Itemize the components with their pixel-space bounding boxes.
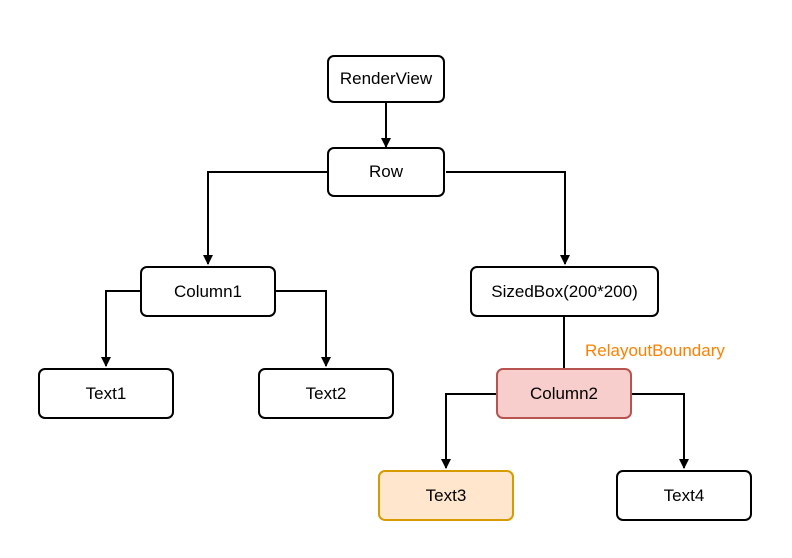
node-text2: Text2 <box>258 368 394 419</box>
node-row: Row <box>327 147 445 197</box>
node-text4: Text4 <box>616 470 752 521</box>
edge-row-column1 <box>203 171 327 265</box>
edge-column2-text3 <box>441 393 496 469</box>
node-sizedbox: SizedBox(200*200) <box>470 266 659 317</box>
node-text3: Text3 <box>378 470 514 521</box>
node-column2: Column2 <box>496 368 632 419</box>
node-text1: Text1 <box>38 368 174 419</box>
edge-column1-text1 <box>101 290 140 367</box>
edge-column2-text4 <box>632 393 689 469</box>
edge-column1-text2 <box>276 290 331 367</box>
node-renderview: RenderView <box>327 55 445 103</box>
relayout-boundary-label: RelayoutBoundary <box>585 341 725 360</box>
edge-row-sizedbox <box>446 171 570 265</box>
node-column1: Column1 <box>140 266 276 317</box>
